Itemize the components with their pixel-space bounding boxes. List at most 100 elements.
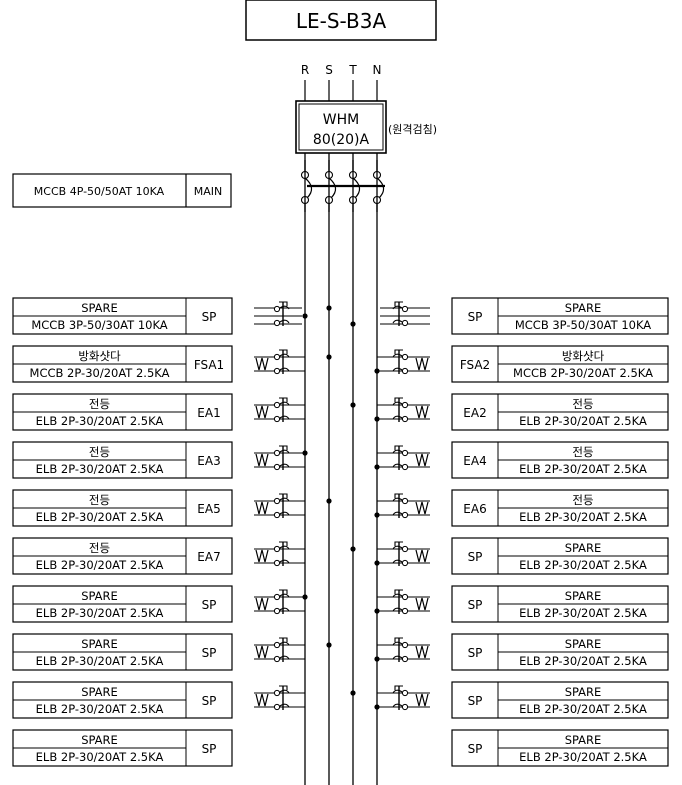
- phase-label-r: R: [301, 63, 309, 77]
- right-circuit-breaker-spec: ELB 2P-30/20AT 2.5KA: [519, 702, 647, 716]
- left-circuit-name: SPARE: [81, 589, 118, 603]
- phase-label-s: S: [325, 63, 333, 77]
- bus-tap-dot: [350, 402, 356, 408]
- right-circuit-breaker-spec: ELB 2P-30/20AT 2.5KA: [519, 750, 647, 764]
- left-circuit-name: SPARE: [81, 301, 118, 315]
- left-circuit-breaker-spec: ELB 2P-30/20AT 2.5KA: [36, 606, 164, 620]
- left-circuit-name: 전등: [89, 445, 110, 459]
- bus-tap-dot: [374, 368, 380, 374]
- phase-label-n: N: [373, 63, 382, 77]
- left-circuit-breaker-spec: ELB 2P-30/20AT 2.5KA: [36, 750, 164, 764]
- bus-tap-dot: [374, 416, 380, 422]
- left-elb-symbol: [255, 637, 290, 663]
- bus-tap-dot: [326, 305, 332, 311]
- right-circuit-name: 방화샷다: [562, 349, 605, 363]
- left-circuit-tag: EA7: [197, 550, 220, 564]
- left-circuit-tag: FSA1: [194, 358, 224, 372]
- circuit-row: 방화샷다 MCCB 2P-30/20AT 2.5KA FSA1 방화샷다 MCCB 2P…: [12, 345, 669, 383]
- left-elb-symbol: [255, 541, 290, 567]
- left-circuit-name: 전등: [89, 397, 110, 411]
- bus-tap-dot: [374, 560, 380, 566]
- right-circuit-tag: SP: [468, 550, 483, 564]
- circuit-row: SPARE MCCB 3P-50/30AT 10KA SP SPARE MCCB 3P-…: [12, 297, 669, 335]
- left-elb-symbol: [255, 397, 290, 423]
- right-circuit-tag: SP: [468, 598, 483, 612]
- right-circuit-name: 전등: [572, 445, 593, 459]
- main-breaker-symbol: [295, 160, 387, 212]
- right-circuit-tag: EA6: [463, 502, 486, 516]
- left-circuit-tag: SP: [202, 646, 217, 660]
- left-mccb-symbol: [273, 301, 290, 327]
- main-breaker-label: MCCB 4P-50/50AT 10KA MAIN: [12, 173, 232, 208]
- right-elb-symbol: [392, 397, 429, 423]
- right-circuit-name: SPARE: [565, 637, 602, 651]
- bus-tap-dot: [374, 512, 380, 518]
- left-elb-symbol: [255, 685, 290, 711]
- right-circuit-name: SPARE: [565, 301, 602, 315]
- right-circuit-name: SPARE: [565, 733, 602, 747]
- right-circuit-breaker-spec: ELB 2P-30/20AT 2.5KA: [519, 606, 647, 620]
- bus-tap-dot: [350, 546, 356, 552]
- left-circuit-name: SPARE: [81, 685, 118, 699]
- bus-tap-dot: [326, 642, 332, 648]
- right-circuit-tag: SP: [468, 310, 483, 324]
- left-circuit-tag: EA1: [197, 406, 220, 420]
- watt-hour-meter: WHM 80(20)A (원격검침): [295, 100, 437, 154]
- branch-circuits: SPARE MCCB 3P-50/30AT 10KA SP SPARE MCCB 3P-…: [12, 297, 669, 767]
- left-circuit-name: SPARE: [81, 733, 118, 747]
- bus-tap-dot: [350, 321, 356, 327]
- circuit-row: 전등 ELB 2P-30/20AT 2.5KA EA3 전등 ELB 2P-30/20A…: [12, 441, 669, 479]
- right-circuit-tag: SP: [468, 646, 483, 660]
- bus-tap-dot: [302, 594, 308, 600]
- left-circuit-breaker-spec: ELB 2P-30/20AT 2.5KA: [36, 462, 164, 476]
- left-circuit-tag: EA3: [197, 454, 220, 468]
- left-elb-symbol: [255, 493, 290, 519]
- left-elb-symbol: [255, 589, 290, 615]
- right-circuit-breaker-spec: ELB 2P-30/20AT 2.5KA: [519, 654, 647, 668]
- right-circuit-tag: EA4: [463, 454, 486, 468]
- right-circuit-name: SPARE: [565, 685, 602, 699]
- right-elb-symbol: [392, 445, 429, 471]
- left-circuit-name: 전등: [89, 493, 110, 507]
- left-circuit-breaker-spec: MCCB 2P-30/20AT 2.5KA: [30, 366, 170, 380]
- left-circuit-breaker-spec: ELB 2P-30/20AT 2.5KA: [36, 702, 164, 716]
- right-circuit-breaker-spec: MCCB 2P-30/20AT 2.5KA: [513, 366, 653, 380]
- left-circuit-name: 전등: [89, 541, 110, 555]
- left-elb-symbol: [255, 349, 290, 375]
- incoming-feeders: [304, 80, 378, 101]
- bus-tap-dot: [374, 656, 380, 662]
- main-breaker-tag: MAIN: [194, 185, 223, 198]
- panel-title: LE-S-B3A: [296, 9, 387, 33]
- left-circuit-breaker-spec: ELB 2P-30/20AT 2.5KA: [36, 510, 164, 524]
- right-circuit-breaker-spec: ELB 2P-30/20AT 2.5KA: [519, 462, 647, 476]
- right-circuit-name: SPARE: [565, 589, 602, 603]
- left-elb-symbol: [255, 445, 290, 471]
- panel-title-box: LE-S-B3A: [245, 0, 437, 41]
- right-elb-symbol: [392, 637, 429, 663]
- left-circuit-tag: SP: [202, 310, 217, 324]
- circuit-row: SPARE ELB 2P-30/20AT 2.5KA SP SPARE ELB 2P-3…: [12, 585, 669, 623]
- right-circuit-tag: EA2: [463, 406, 486, 420]
- meter-note: (원격검침): [388, 123, 437, 136]
- left-circuit-breaker-spec: ELB 2P-30/20AT 2.5KA: [36, 414, 164, 428]
- bus-tap-dot: [326, 498, 332, 504]
- left-circuit-tag: SP: [202, 598, 217, 612]
- right-circuit-breaker-spec: ELB 2P-30/20AT 2.5KA: [519, 414, 647, 428]
- right-circuit-name: 전등: [572, 493, 593, 507]
- left-circuit-breaker-spec: ELB 2P-30/20AT 2.5KA: [36, 558, 164, 572]
- right-elb-symbol: [392, 589, 429, 615]
- left-circuit-breaker-spec: ELB 2P-30/20AT 2.5KA: [36, 654, 164, 668]
- meter-label: WHM: [323, 112, 359, 128]
- bus-tap-dot: [374, 704, 380, 710]
- right-mccb-symbol: [392, 301, 409, 327]
- bus-tap-dot: [374, 608, 380, 614]
- left-circuit-breaker-spec: MCCB 3P-50/30AT 10KA: [31, 318, 167, 332]
- left-circuit-name: 방화샷다: [78, 349, 121, 363]
- right-elb-symbol: [392, 541, 429, 567]
- main-breaker-spec: MCCB 4P-50/50AT 10KA: [34, 185, 165, 198]
- right-circuit-breaker-spec: MCCB 3P-50/30AT 10KA: [515, 318, 651, 332]
- right-elb-symbol: [392, 685, 429, 711]
